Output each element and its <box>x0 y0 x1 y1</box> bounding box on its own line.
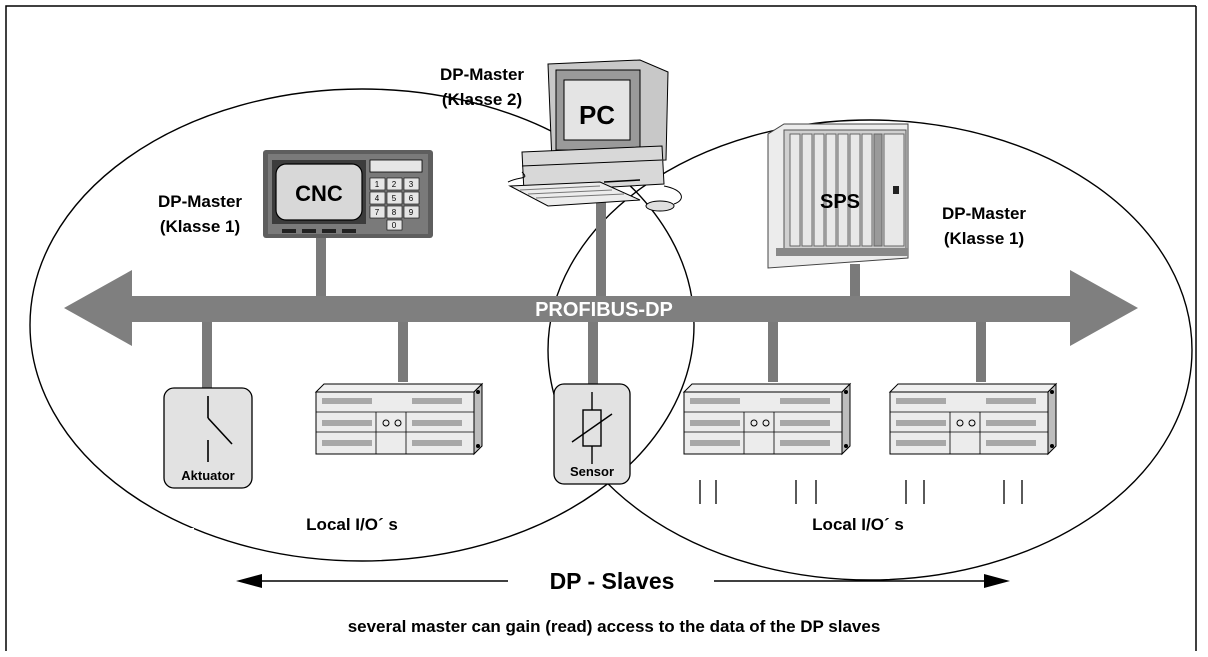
sps-device: SPS <box>767 123 909 269</box>
key-3: 3 <box>409 180 414 189</box>
io-module-3 <box>888 382 1058 456</box>
sensor-device: Sensor <box>553 383 631 485</box>
footer-caption: several master can gain (read) access to… <box>348 617 881 636</box>
sps-master-class: (Klasse 1) <box>944 229 1024 248</box>
key-1: 1 <box>375 180 380 189</box>
pc-label: PC <box>579 100 615 130</box>
sps-label: SPS <box>820 191 860 213</box>
bus-label: PROFIBUS-DP <box>535 299 673 321</box>
local-io-left: Local I/O´ s <box>306 515 398 534</box>
slaves-heading: DP - Slaves <box>550 568 675 594</box>
pc-master-role: DP-Master <box>440 65 524 84</box>
slaves-range-arrow <box>236 574 1010 588</box>
profibus-bus-arrow <box>64 270 1138 346</box>
cnc-keypad: 1 2 3 4 5 6 7 8 9 0 <box>369 177 420 231</box>
domain-ellipse-left <box>29 88 695 562</box>
cnc-master-class: (Klasse 1) <box>160 217 240 236</box>
frame-border <box>5 5 1196 651</box>
io-wire-ticks <box>699 480 1023 504</box>
key-8: 8 <box>392 208 397 217</box>
key-5: 5 <box>392 194 397 203</box>
io-module-1 <box>314 382 484 456</box>
cnc-device: CNC 1 2 3 4 5 6 7 8 9 0 <box>263 150 433 238</box>
key-7: 7 <box>375 208 380 217</box>
local-io-right: Local I/O´ s <box>812 515 904 534</box>
sps-master-role: DP-Master <box>942 204 1026 223</box>
sensor-label: Sensor <box>570 464 614 479</box>
key-4: 4 <box>375 194 380 203</box>
io-module-2 <box>682 382 852 456</box>
key-9: 9 <box>409 208 414 217</box>
domain-ellipse-right <box>547 119 1193 581</box>
actuator-label: Aktuator <box>181 468 234 483</box>
actuator-device: Aktuator <box>163 387 253 489</box>
key-6: 6 <box>409 194 414 203</box>
bus-stems <box>202 200 986 390</box>
pc-device: PC <box>507 59 682 212</box>
key-0: 0 <box>392 221 397 230</box>
cnc-label: CNC <box>295 181 343 206</box>
key-2: 2 <box>392 180 397 189</box>
pc-master-class: (Klasse 2) <box>442 90 522 109</box>
cnc-master-role: DP-Master <box>158 192 242 211</box>
